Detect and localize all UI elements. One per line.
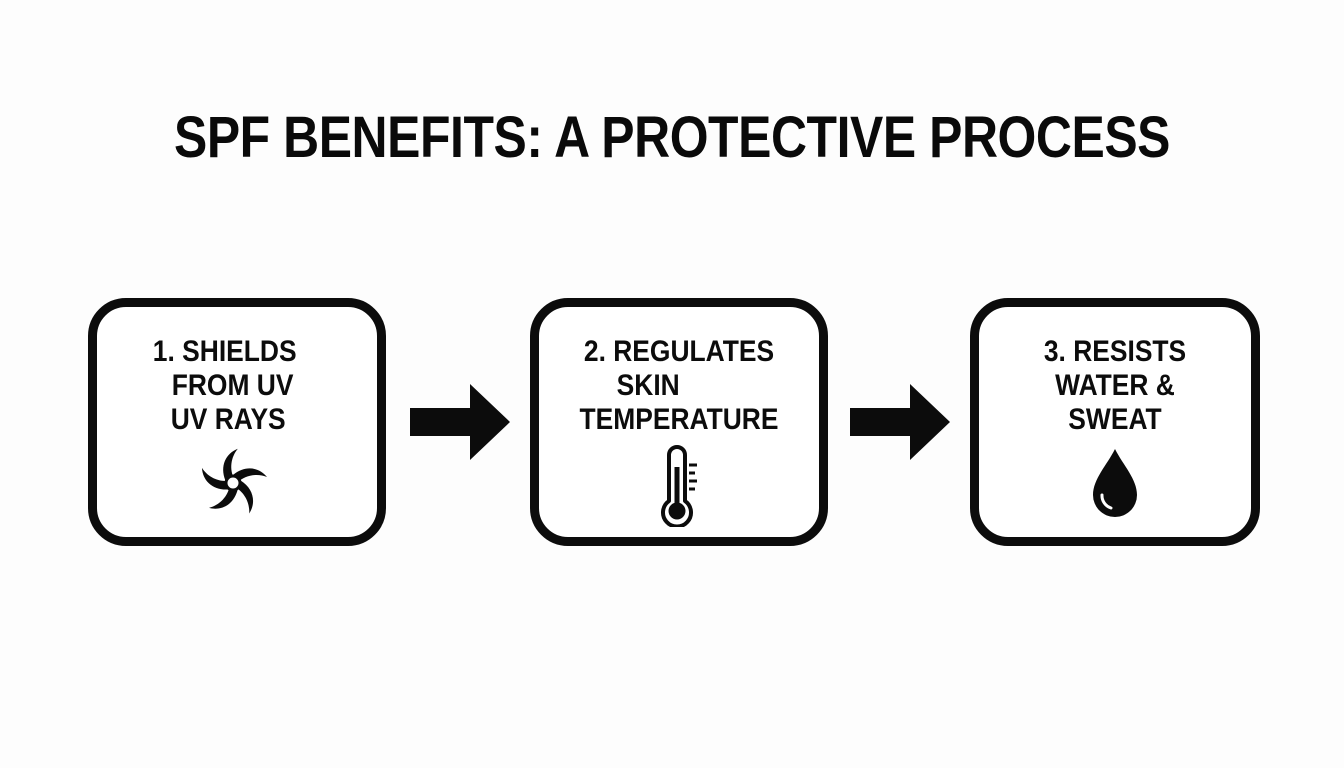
step-box-shields: 1. SHIELDS FROM UV UV RAYS xyxy=(88,298,386,546)
step-label-line: 1. SHIELDS xyxy=(152,335,297,368)
step-label-line: SKIN xyxy=(616,369,680,402)
step-label-line: 3. RESISTS xyxy=(1043,335,1187,368)
arrow-right-icon xyxy=(410,384,510,460)
step-box-resists: 3. RESISTS WATER & SWEAT xyxy=(970,298,1260,546)
water-drop-icon xyxy=(1093,449,1137,517)
step-box-regulates: 2. REGULATES SKIN TEMPERATURE xyxy=(530,298,828,546)
page-title: SPF BENEFITS: A PROTECTIVE PROCESS xyxy=(173,105,1171,170)
step-label: 1. SHIELDS FROM UV UV RAYS xyxy=(114,335,360,437)
step-label: 2. REGULATES SKIN TEMPERATURE xyxy=(556,335,802,437)
step-label-line: TEMPERATURE xyxy=(579,403,779,436)
step-label-line: FROM UV xyxy=(171,369,294,402)
step-label-line: 2. REGULATES xyxy=(583,335,775,368)
step-label-line: UV RAYS xyxy=(170,403,286,436)
step-label-line: SWEAT xyxy=(1068,403,1162,436)
thermometer-icon xyxy=(661,445,697,527)
step-label: 3. RESISTS WATER & SWEAT xyxy=(995,335,1234,437)
step-label-line: WATER & xyxy=(1055,369,1175,402)
swirl-icon xyxy=(201,448,267,514)
arrow-right-icon xyxy=(850,384,950,460)
